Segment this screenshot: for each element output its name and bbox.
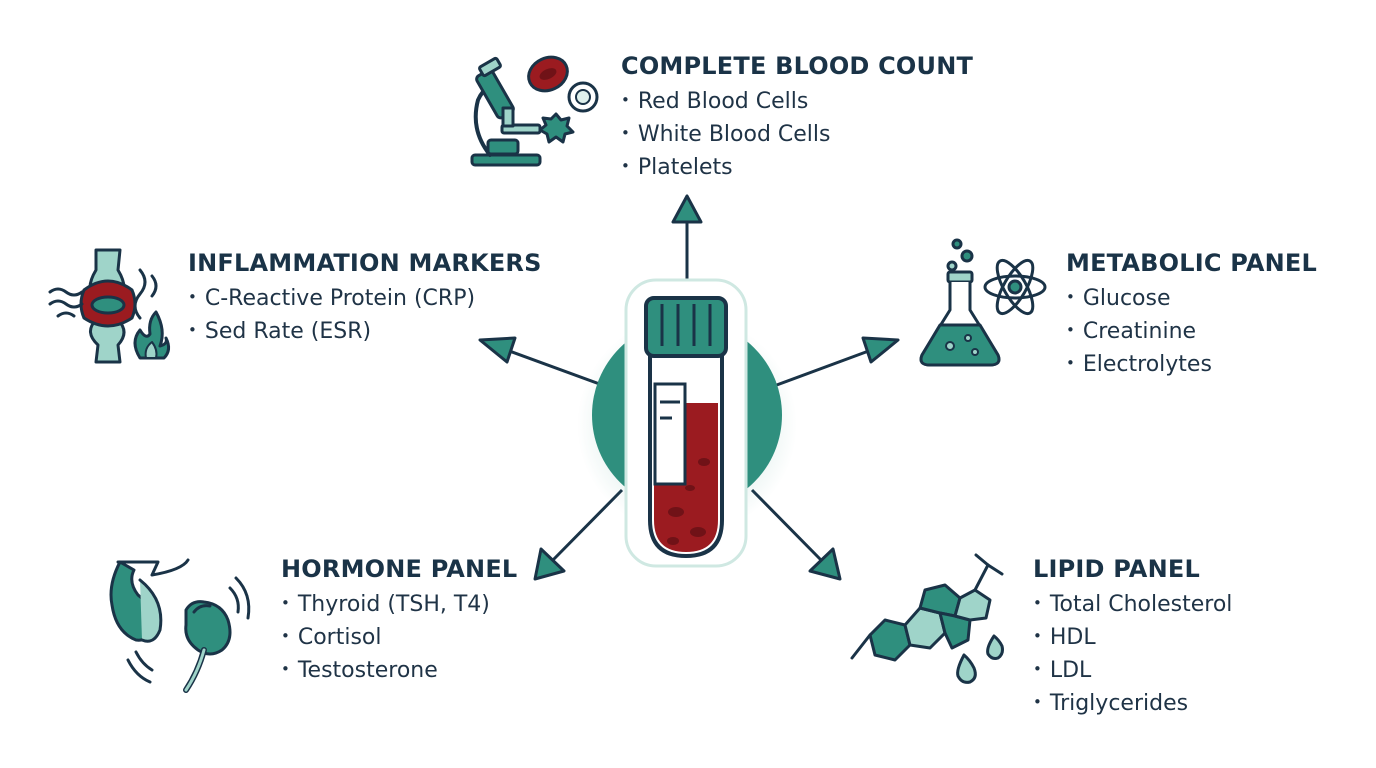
list-item: White Blood Cells	[621, 119, 973, 152]
list-item: Electrolytes	[1066, 349, 1317, 382]
list-item: Glucose	[1066, 283, 1317, 316]
list-item: C-Reactive Protein (CRP)	[188, 283, 542, 316]
steroid-molecule-icon	[850, 553, 1004, 684]
microscope-blood-cells-icon	[470, 55, 599, 167]
arrow-to-cbc	[671, 194, 703, 280]
list-item: Platelets	[621, 152, 973, 185]
panel-item-list: Total Cholesterol HDL LDL Triglycerides	[1033, 589, 1233, 721]
panel-lipid: LIPID PANEL Total Cholesterol HDL LDL Tr…	[1033, 555, 1232, 721]
list-item: Triglycerides	[1033, 688, 1232, 721]
panel-hormone: HORMONE PANEL Thyroid (TSH, T4) Cortisol…	[281, 555, 517, 688]
panel-complete-blood-count: COMPLETE BLOOD COUNT Red Blood Cells Whi…	[621, 52, 973, 185]
arrow-to-metabolic	[773, 336, 900, 388]
panel-item-list: Red Blood Cells White Blood Cells Platel…	[621, 86, 973, 185]
list-item: Red Blood Cells	[621, 86, 973, 119]
panel-title: COMPLETE BLOOD COUNT	[621, 52, 974, 80]
arrow-to-lipid	[750, 488, 842, 581]
flask-atom-icon	[919, 238, 1047, 367]
list-item: Sed Rate (ESR)	[188, 316, 542, 349]
list-item: Testosterone	[281, 655, 517, 688]
arrow-to-hormone	[533, 488, 624, 581]
panel-inflammation-markers: INFLAMMATION MARKERS C-Reactive Protein …	[188, 249, 542, 349]
glands-icon	[109, 558, 251, 693]
panel-metabolic: METABOLIC PANEL Glucose Creatinine Elect…	[1066, 249, 1317, 382]
blood-test-tube-icon	[577, 278, 797, 568]
panel-title: INFLAMMATION MARKERS	[188, 249, 542, 277]
inflamed-joint-icon	[48, 248, 171, 364]
panel-item-list: C-Reactive Protein (CRP) Sed Rate (ESR)	[188, 283, 542, 349]
list-item: HDL	[1033, 622, 1232, 655]
list-item: Total Cholesterol	[1033, 589, 1233, 622]
panel-title: HORMONE PANEL	[281, 555, 518, 583]
list-item: Creatinine	[1066, 316, 1317, 349]
panel-title: LIPID PANEL	[1033, 555, 1200, 583]
panel-item-list: Glucose Creatinine Electrolytes	[1066, 283, 1317, 382]
list-item: LDL	[1033, 655, 1232, 688]
panel-title: METABOLIC PANEL	[1066, 249, 1317, 277]
list-item: Thyroid (TSH, T4)	[281, 589, 517, 622]
panel-item-list: Thyroid (TSH, T4) Cortisol Testosterone	[281, 589, 517, 688]
list-item: Cortisol	[281, 622, 517, 655]
